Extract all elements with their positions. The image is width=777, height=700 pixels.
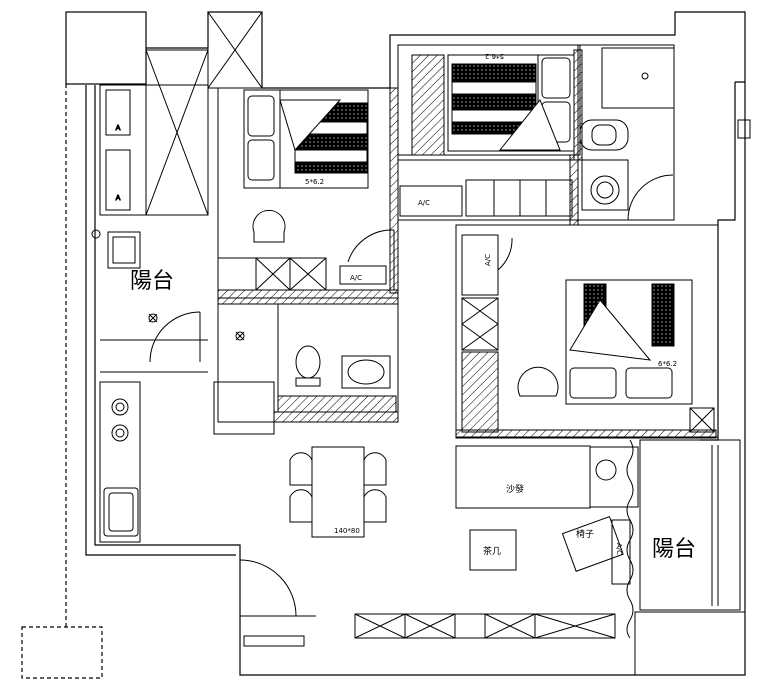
kitchen bbox=[99, 381, 275, 543]
dining-table bbox=[311, 446, 365, 538]
dining-area bbox=[289, 446, 387, 538]
sofa bbox=[455, 445, 591, 509]
bedroom-2 bbox=[397, 44, 581, 221]
tv-label: A/C bbox=[615, 543, 623, 555]
balcony-right bbox=[634, 439, 746, 676]
coffee-table bbox=[469, 529, 517, 571]
ac-label-2: A/C bbox=[418, 199, 430, 207]
bathroom-left bbox=[217, 297, 399, 423]
coffee-table-label: 茶几 bbox=[483, 545, 501, 557]
bed-2-size: 5*6.2 bbox=[485, 52, 504, 60]
bed-3 bbox=[565, 279, 693, 405]
svg-text:A: A bbox=[116, 194, 121, 202]
bedroom-3 bbox=[455, 224, 719, 438]
chair bbox=[561, 515, 624, 572]
bathroom-right bbox=[577, 44, 751, 221]
ac-label-1: A/C bbox=[350, 274, 362, 282]
ac-label-3: A/C bbox=[484, 254, 492, 266]
hatched-walls bbox=[217, 49, 717, 439]
bedroom-1 bbox=[207, 11, 399, 299]
bed-1-size: 5*6.2 bbox=[305, 178, 324, 186]
balcony-right-label: 陽台 bbox=[652, 537, 696, 562]
living-room bbox=[354, 439, 639, 639]
svg-text:A: A bbox=[116, 124, 121, 132]
dining-table-size: 140*80 bbox=[334, 527, 360, 535]
balcony-left: A A bbox=[91, 49, 209, 373]
sofa-label: 沙發 bbox=[506, 483, 524, 495]
chair-label: 椅子 bbox=[576, 528, 594, 540]
balcony-left-label: 陽台 bbox=[130, 269, 174, 294]
entrance-door bbox=[239, 559, 316, 675]
bed-3-size: 6*6.2 bbox=[658, 360, 677, 368]
